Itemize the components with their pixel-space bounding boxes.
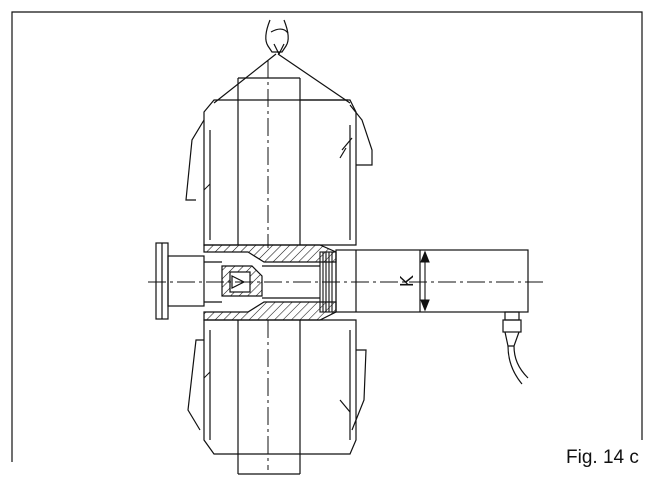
hatched-hub-section [203, 244, 337, 321]
figure-caption: Fig. 14 c [566, 447, 639, 468]
centerline [148, 60, 545, 470]
edge-detail-lines [203, 183, 211, 379]
rotor-upper-body [185, 77, 373, 246]
lifting-hook [265, 19, 289, 56]
shaft-stub [155, 242, 320, 320]
dimension-k-label: K [397, 275, 417, 287]
measuring-cylinder [335, 249, 529, 313]
dimension-k [420, 250, 430, 312]
figure-frame [11, 11, 643, 462]
cable-fitting [502, 311, 529, 385]
rotor-lower-body [187, 319, 367, 475]
